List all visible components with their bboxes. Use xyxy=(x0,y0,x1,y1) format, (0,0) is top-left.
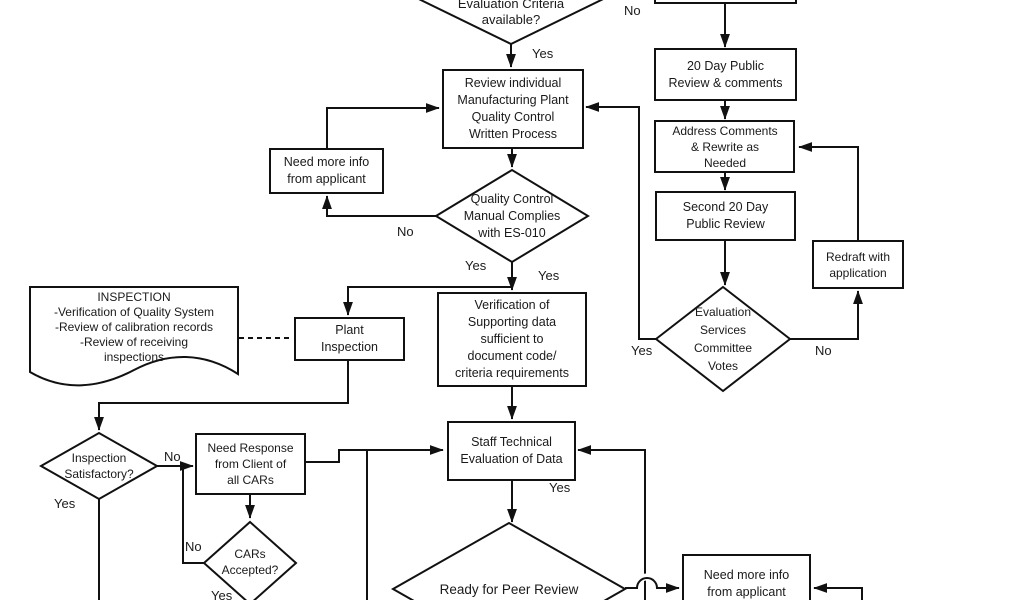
node-redraft-with-application: Redraft with application xyxy=(825,249,891,280)
node-review-plant-qc: Review individual Manufacturing Plant Qu… xyxy=(457,76,569,141)
shape-verification-box xyxy=(437,292,587,387)
node-evaluation-criteria: Evaluation Criteria available? xyxy=(457,0,565,27)
node-staff-technical-evaluation: Staff Technical Evaluation of Data xyxy=(460,435,563,466)
node-need-more-info-2: Need more info from applicant xyxy=(703,568,790,599)
node-inspection-note: INSPECTION -Verification of Quality Syst… xyxy=(53,289,215,364)
node-plant-inspection: Plant Inspection xyxy=(321,323,378,354)
shape-inspection-satisfactory-diamond xyxy=(38,431,160,501)
edge-label-esc-no: No xyxy=(815,343,832,358)
edge-label-cars-yes: Yes xyxy=(211,588,233,600)
shape-esc-votes-diamond xyxy=(654,285,792,393)
edge-label-qc-no: No xyxy=(397,224,414,239)
edge-label-cars-no: No xyxy=(185,539,202,554)
node-ready-for-peer-review: Ready for Peer Review xyxy=(439,581,579,597)
edge-needresponse-to-ste xyxy=(305,445,444,463)
node-inspection-satisfactory: Inspection Satisfactory? xyxy=(64,451,134,481)
shape-cars-accepted-diamond xyxy=(202,520,298,600)
shape-20day-box xyxy=(654,48,797,101)
shape-need-response-box xyxy=(195,433,306,495)
shapes xyxy=(29,0,904,600)
edge-label-insp-no: No xyxy=(164,449,181,464)
edge-redraft-to-address xyxy=(798,142,859,241)
edge-ready-to-needinfo2 xyxy=(625,577,680,593)
edge-needinfo1-to-review xyxy=(326,103,440,149)
edge-label-qc-yes-right: Yes xyxy=(538,268,560,283)
node-qc-manual-complies: Quality Control Manual Complies with ES-… xyxy=(463,191,561,240)
edge-label-esc-yes: Yes xyxy=(631,343,653,358)
edge-return-to-ste xyxy=(577,445,646,600)
node-second-20day-review: Second 20 Day Public Review xyxy=(682,200,769,231)
shape-redraft-box xyxy=(812,240,904,289)
node-address-comments: Address Comments & Rewrite as Needed xyxy=(672,123,778,170)
edge-label-qc-yes-left: Yes xyxy=(465,258,487,273)
shape-inspection-document xyxy=(29,286,239,387)
node-cars-accepted: CARs Accepted? xyxy=(221,547,279,577)
edge-label-eval-no: No xyxy=(624,3,641,18)
shape-address-comments-box xyxy=(654,120,795,173)
shape-top-cutoff-box xyxy=(654,0,797,4)
edge-qcmanual-no-to-needinfo1 xyxy=(322,195,436,217)
edge-return-to-needinfo2 xyxy=(813,583,863,600)
shape-ste-box xyxy=(447,421,576,481)
shape-need-info-1-box xyxy=(269,148,384,194)
connectors xyxy=(94,2,863,600)
edge-qcmanual-yes-to-plantinspection xyxy=(343,286,512,316)
edge-plant-to-inspsat xyxy=(94,360,349,431)
edge-label-insp-yes: Yes xyxy=(54,496,76,511)
node-public-review-20day: 20 Day Public Review & comments xyxy=(668,58,783,90)
edge-escvotes-no-to-redraft xyxy=(790,290,863,340)
shape-evaluation-criteria-diamond xyxy=(418,0,604,46)
shape-qc-manual-diamond xyxy=(434,168,590,264)
edge-escvotes-yes-to-review xyxy=(585,102,656,340)
edge-cars-no-loop xyxy=(182,467,204,564)
shape-plant-inspection-box xyxy=(294,317,405,361)
node-need-response-cars: Need Response from Client of all CARs xyxy=(207,441,294,487)
edge-label-eval-yes: Yes xyxy=(532,46,554,61)
node-esc-votes: Evaluation Services Committee Votes xyxy=(693,305,752,373)
edge-label-ste-yes: Yes xyxy=(549,480,571,495)
shape-review-box xyxy=(442,69,584,149)
node-need-more-info-1: Need more info from applicant xyxy=(283,155,370,186)
shape-need-info-2-box xyxy=(682,554,811,600)
node-verification-supporting-data: Verification of Supporting data sufficie… xyxy=(455,298,569,380)
shape-second-20day-box xyxy=(655,191,796,241)
